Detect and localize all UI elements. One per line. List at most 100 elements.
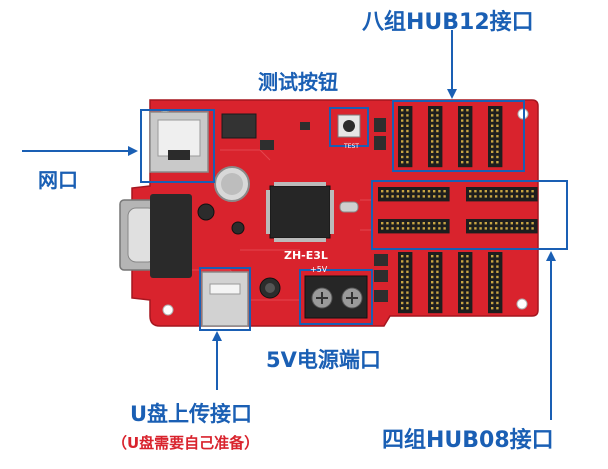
header-pin [391, 222, 394, 225]
header-pin [436, 124, 439, 127]
header-pin [401, 140, 404, 143]
header-pin [491, 140, 494, 143]
header-pin [461, 270, 464, 273]
header-pin [496, 114, 499, 117]
header-pin [406, 145, 409, 148]
header-pin [438, 227, 441, 230]
header-pin [427, 190, 431, 193]
test-mark-text: TEST [344, 143, 359, 150]
header-pin [431, 255, 434, 258]
header-pin [406, 114, 409, 117]
header-pin [436, 109, 439, 112]
header-pin [386, 195, 389, 198]
header-pin [526, 227, 529, 230]
header-pin [406, 291, 409, 294]
header-pin [461, 296, 464, 299]
header-pin [396, 190, 399, 193]
header-pin [461, 135, 464, 138]
header-pin [412, 190, 415, 193]
header-pin [417, 190, 420, 193]
header-pin [500, 222, 503, 225]
header-pin [406, 140, 409, 143]
box-test-button [329, 107, 369, 147]
header-pin [436, 135, 439, 138]
header-pin [401, 129, 404, 133]
header-pin [491, 161, 494, 164]
header-pin [491, 114, 494, 117]
header-pin [436, 307, 439, 310]
header-body [458, 252, 473, 314]
header-pin [436, 150, 439, 153]
header-pin [491, 260, 494, 263]
header-pin [510, 195, 513, 198]
header-pin [474, 222, 477, 225]
header-pin [491, 286, 494, 289]
header-pin [531, 227, 534, 230]
header-pin [401, 260, 404, 263]
header-pin [443, 227, 446, 230]
header-pin [406, 286, 409, 289]
header-pin [495, 190, 498, 193]
header-pin [495, 195, 498, 198]
header-pin [406, 301, 409, 305]
header-body [428, 106, 443, 168]
header-pin [436, 119, 439, 122]
header-pin [466, 260, 469, 263]
header-pin [406, 161, 409, 164]
header-pin [433, 190, 436, 193]
header-pin [496, 265, 499, 268]
header-pin [417, 222, 420, 225]
header-pin [431, 114, 434, 117]
header-pin [401, 124, 404, 127]
header-pin [491, 155, 494, 159]
annotation-boxes [140, 100, 568, 331]
header-pin [496, 135, 499, 138]
header-pin [515, 222, 519, 225]
header-pin [469, 190, 472, 193]
header-pin [431, 307, 434, 310]
header-pin [401, 222, 405, 225]
board-model-text: ZH-E3L [284, 249, 328, 262]
header-pin [461, 129, 464, 133]
header-pin [381, 222, 384, 225]
header-pin [496, 124, 499, 127]
header-pin [505, 227, 508, 230]
header-pin [469, 227, 472, 230]
header-pin [489, 190, 493, 193]
box-network-port [140, 109, 215, 183]
header-pin [484, 190, 487, 193]
header-body [488, 252, 503, 314]
header-pin [401, 114, 404, 117]
header-pin [521, 195, 524, 198]
header-pin [505, 222, 508, 225]
header-pin [474, 190, 477, 193]
capacitors [197, 203, 281, 299]
header-pin [461, 124, 464, 127]
header-pin [401, 195, 405, 198]
header-pin [466, 291, 469, 294]
header-pin [491, 307, 494, 310]
header-pin [417, 195, 420, 198]
header-pin [431, 109, 434, 112]
header-pin [381, 190, 384, 193]
header-pin [407, 222, 410, 225]
annotation-arrows [22, 30, 556, 420]
header-body [466, 219, 538, 234]
header-pin [427, 222, 431, 225]
header-pin [466, 119, 469, 122]
header-pin [496, 307, 499, 310]
header-pin [401, 119, 404, 122]
header-pin [461, 301, 464, 305]
header-pin [466, 255, 469, 258]
header-pin [474, 195, 477, 198]
header-pin [431, 275, 434, 279]
header-pin [466, 124, 469, 127]
header-pin [431, 286, 434, 289]
header-pin [466, 270, 469, 273]
header-pin [461, 255, 464, 258]
header-pin [466, 129, 469, 133]
header-pin [491, 150, 494, 153]
header-pin [496, 270, 499, 273]
header-pin [461, 275, 464, 279]
